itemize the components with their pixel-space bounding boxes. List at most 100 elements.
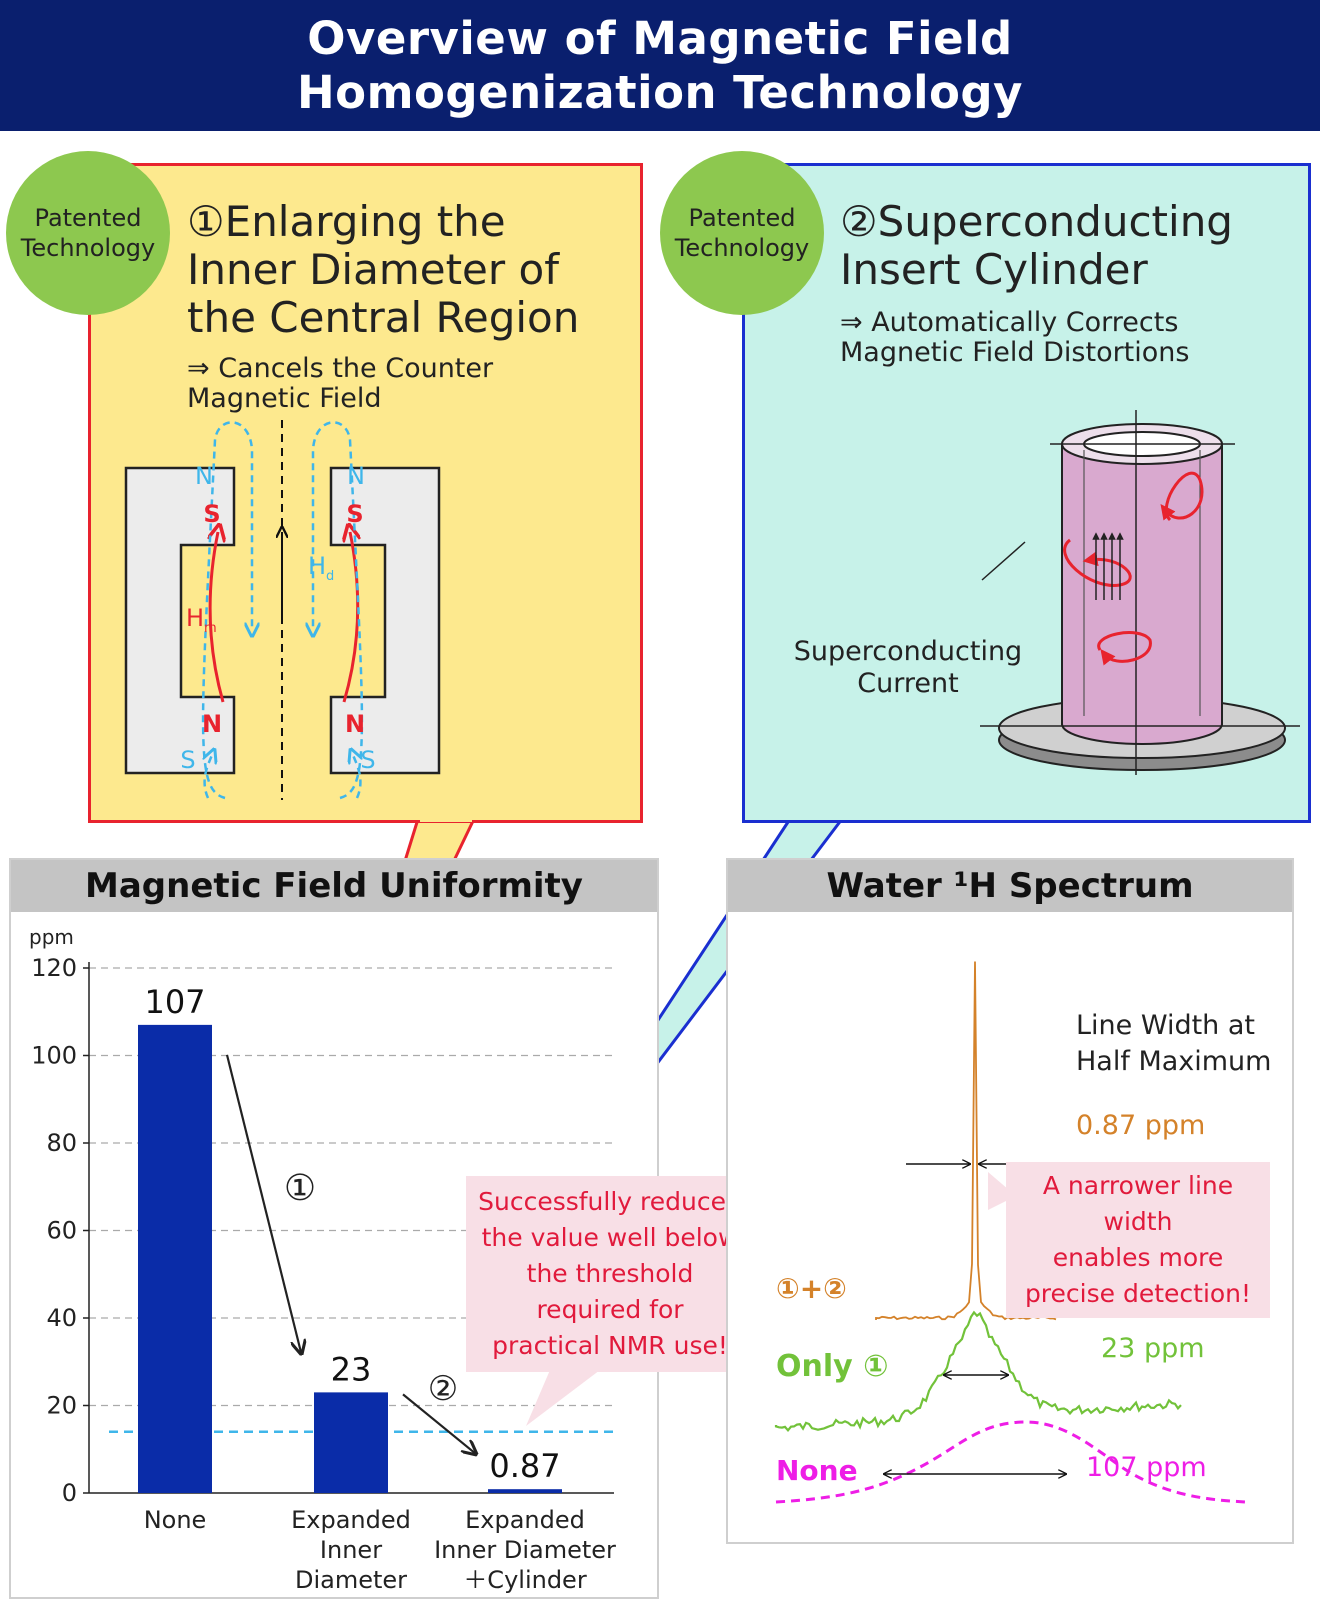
pole-s-upper-left: S (203, 500, 220, 528)
lw-label-line1: Line Width at (1076, 1010, 1255, 1041)
badge2-line1: Patented (688, 204, 796, 232)
spectrum-callout-line2: enables more (1052, 1243, 1224, 1272)
current-label-line1: Superconducting (794, 636, 1022, 667)
panel2-sub-line1: ⇒ Automatically Corrects (840, 307, 1179, 338)
y-tick-label: 120 (31, 954, 77, 982)
bar (138, 1024, 212, 1493)
panel1-title: ①Enlarging the Inner Diameter of the Cen… (187, 198, 637, 414)
pole-n-lower-right: N (345, 710, 365, 738)
cylinder-diagram: Superconducting Current (794, 410, 1300, 775)
hd-label-sub: d (326, 569, 334, 584)
panel2-title-line1: ②Superconducting (840, 197, 1233, 246)
patented-badge-2: Patented Technology (660, 151, 824, 315)
y-tick-label: 0 (62, 1479, 77, 1507)
x-tick-label: Diameter (295, 1566, 407, 1594)
uniformity-chart-title: Magnetic Field Uniformity (11, 860, 657, 912)
current-loop-3 (1097, 631, 1152, 666)
patented-badge-1: Patented Technology (6, 151, 170, 315)
y-tick-label: 60 (46, 1217, 77, 1245)
spectrum-callout: A narrower line width enables more preci… (1006, 1162, 1270, 1318)
spectrum-callout-tail (988, 1172, 1016, 1210)
header-title-line1: Overview of Magnetic Field (307, 12, 1013, 65)
current-label-line2: Current (857, 668, 958, 699)
y-tick-label: 20 (46, 1392, 77, 1420)
spectrum-chart-title: Water ¹H Spectrum (728, 860, 1292, 912)
x-tick-label: Inner Diameter (434, 1536, 616, 1564)
current-leader-line (981, 541, 1026, 581)
hd-label: H (308, 552, 326, 580)
hd-bottom-right (353, 755, 360, 799)
pole-n-top-right: N (347, 462, 365, 490)
badge1-line1: Patented (34, 204, 142, 232)
bar (314, 1392, 388, 1493)
hd-bottom-left (205, 755, 212, 799)
panel2-title: ②Superconducting Insert Cylinder ⇒ Autom… (840, 198, 1300, 368)
panel1-sub-line1: ⇒ Cancels the Counter (187, 353, 494, 384)
panel1-title-line1: ①Enlarging the (187, 197, 506, 246)
cylinder-body (1061, 443, 1223, 725)
step1-label: ① (284, 1168, 316, 1209)
spectrum-trace-none (775, 1420, 1247, 1504)
bar (488, 1489, 562, 1493)
hm-arrow-right (344, 532, 358, 703)
page-header: Overview of Magnetic Field Homogenizatio… (0, 0, 1320, 131)
label-both: ①+② (776, 1272, 847, 1305)
magnet-diagram: N N S S N N S S H m H d (124, 420, 441, 800)
step2-label: ② (428, 1369, 458, 1409)
uniformity-callout-line3: the threshold (526, 1259, 694, 1288)
width-23: 23 ppm (1101, 1333, 1205, 1364)
step1-arrow (225, 1054, 301, 1353)
y-unit-label: ppm (29, 925, 74, 949)
badge2-line2: Technology (674, 234, 810, 262)
y-tick-label: 100 (31, 1042, 77, 1070)
hm-label-sub: m (204, 621, 217, 636)
magnet-right-yoke (329, 466, 441, 775)
hd-loop-right (313, 421, 364, 800)
panel2-sub-line2: Magnetic Field Distortions (840, 337, 1190, 368)
current-loop-1 (1160, 471, 1204, 522)
pole-s-upper-right: S (346, 500, 363, 528)
uniformity-callout-line5: practical NMR use! (492, 1331, 728, 1360)
panel2-title-line2: Insert Cylinder (840, 245, 1148, 294)
lw-label-line2: Half Maximum (1076, 1046, 1271, 1077)
spectrum-callout-line1: A narrower line width (1042, 1171, 1234, 1236)
uniformity-callout-line4: required for (536, 1295, 684, 1324)
spectrum-plot: Line Width at Half Maximum 0.87 ppm 23 p… (774, 961, 1271, 1504)
width-107: 107 ppm (1086, 1452, 1207, 1483)
pole-n-lower-left: N (202, 710, 222, 738)
x-tick-label: Expanded (291, 1506, 411, 1534)
y-tick-label: 80 (46, 1129, 77, 1157)
bar-value-label: 107 (144, 983, 205, 1021)
header-title-line2: Homogenization Technology (297, 66, 1023, 119)
step2-arrow (402, 1393, 475, 1453)
hm-label: H (186, 604, 204, 632)
spectrum-trace-only1 (774, 1310, 1182, 1432)
uniformity-bar-chart: ppm020406080100120107None23ExpandedInner… (29, 925, 616, 1594)
x-tick-label: Inner (320, 1536, 382, 1564)
width-0-87: 0.87 ppm (1076, 1110, 1205, 1141)
spectrum-trace-combined (875, 961, 1057, 1321)
bar-value-label: 23 (331, 1350, 372, 1388)
label-none: None (776, 1454, 858, 1487)
panel1-sub-line2: Magnetic Field (187, 383, 382, 414)
uniformity-callout: Successfully reduced the value well belo… (466, 1176, 754, 1372)
magnet-left-yoke (124, 466, 236, 775)
spectrum-callout-line3: precise detection! (1024, 1279, 1252, 1308)
hd-loop-left (201, 421, 252, 800)
badge1-line2: Technology (20, 234, 156, 262)
bar-value-label: 0.87 (489, 1447, 560, 1485)
panel1-title-line2: Inner Diameter of (187, 245, 559, 294)
x-tick-label: ＋Cylinder (463, 1566, 587, 1594)
hm-arrow-left (210, 532, 223, 703)
x-tick-label: Expanded (465, 1506, 585, 1534)
panel1-title-line3: the Central Region (187, 293, 580, 342)
y-tick-label: 40 (46, 1304, 77, 1332)
pole-s-bottom-right: S (360, 746, 375, 774)
uniformity-callout-line2: the value well below (481, 1223, 739, 1252)
uniformity-callout-line1: Successfully reduced (478, 1187, 742, 1216)
pole-s-bottom-left: S (180, 746, 195, 774)
label-only1: Only ① (776, 1349, 889, 1384)
x-tick-label: None (144, 1506, 207, 1534)
pole-n-top-left: N (195, 462, 213, 490)
